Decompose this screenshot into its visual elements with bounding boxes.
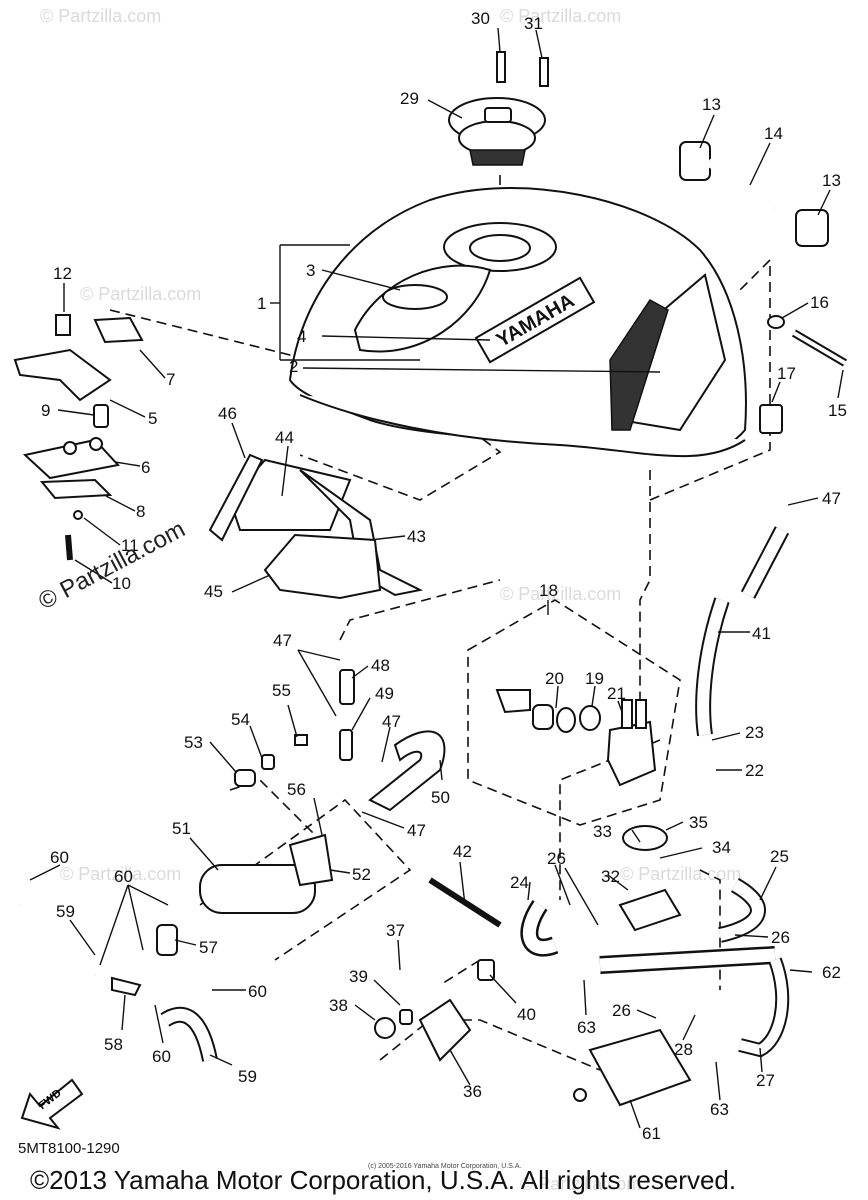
- callout-13: 13: [822, 171, 841, 190]
- callout-12: 12: [53, 264, 72, 283]
- fuel-cock-parts: [495, 689, 657, 787]
- callout-20: 20: [545, 669, 564, 688]
- callout-60: 60: [248, 982, 267, 1001]
- callout-49: 49: [375, 684, 394, 703]
- callout-23: 23: [745, 723, 764, 742]
- callout-34: 34: [712, 838, 731, 857]
- callout-59: 59: [238, 1067, 257, 1086]
- watermark: © Partzilla.com: [500, 6, 621, 26]
- callout-60: 60: [114, 867, 133, 886]
- callout-42: 42: [453, 842, 472, 861]
- callout-47: 47: [822, 489, 841, 508]
- callout-5: 5: [148, 409, 157, 428]
- watermarks: © Partzilla.com © Partzilla.com © Partzi…: [40, 6, 741, 1194]
- callout-32: 32: [601, 867, 620, 886]
- bracket-parts: [13, 314, 144, 561]
- callout-39: 39: [349, 967, 368, 986]
- watermark: © Partzilla.com: [500, 584, 621, 604]
- watermark: © Partzilla.com: [520, 1174, 641, 1194]
- callout-29: 29: [400, 89, 419, 108]
- callout-47: 47: [382, 712, 401, 731]
- callout-9: 9: [41, 401, 50, 420]
- callout-46: 46: [218, 404, 237, 423]
- watermark: © Partzilla.com: [620, 864, 741, 884]
- leader-lines: [29, 27, 844, 1129]
- callout-8: 8: [136, 502, 145, 521]
- callout-54: 54: [231, 710, 250, 729]
- callout-58: 58: [104, 1035, 123, 1054]
- callout-38: 38: [329, 996, 348, 1015]
- callout-11: 11: [121, 536, 139, 555]
- callout-33: 33: [593, 822, 612, 841]
- watermark: © Partzilla.com: [60, 864, 181, 884]
- fuel-tank: YAMAHA: [288, 187, 747, 458]
- callout-28: 28: [674, 1040, 693, 1059]
- callout-60: 60: [50, 848, 69, 867]
- callout-1: 1: [257, 294, 266, 313]
- callout-26: 26: [547, 849, 566, 868]
- small-copyright: (c) 2005-2016 Yamaha Motor Corporation, …: [368, 1163, 522, 1170]
- callout-44: 44: [275, 428, 294, 447]
- callout-50: 50: [431, 788, 450, 807]
- watermark: © Partzilla.com: [40, 6, 161, 26]
- callout-55: 55: [272, 681, 291, 700]
- side-cover-parts: [208, 453, 424, 600]
- callout-40: 40: [517, 1005, 536, 1024]
- callout-2: 2: [289, 357, 298, 376]
- callout-62: 62: [822, 963, 841, 982]
- callout-19: 19: [585, 669, 604, 688]
- callout-47: 47: [273, 631, 292, 650]
- callout-63: 63: [710, 1100, 729, 1119]
- callout-7: 7: [166, 370, 175, 389]
- callout-63: 63: [577, 1018, 596, 1037]
- callout-3: 3: [306, 261, 315, 280]
- fuel-pump-parts: [374, 825, 790, 1107]
- callout-13: 13: [702, 95, 721, 114]
- callout-22: 22: [745, 761, 764, 780]
- callout-48: 48: [371, 656, 390, 675]
- callout-26: 26: [612, 1001, 631, 1020]
- callout-14: 14: [764, 124, 783, 143]
- callout-18: 18: [539, 581, 558, 600]
- callout-35: 35: [689, 813, 708, 832]
- callout-59: 59: [56, 902, 75, 921]
- callout-43: 43: [407, 527, 426, 546]
- callout-25: 25: [770, 847, 789, 866]
- tank-badge: [382, 284, 448, 310]
- callout-15: 15: [828, 401, 847, 420]
- emission-parts: [15, 526, 790, 1062]
- callout-4: 4: [297, 327, 306, 346]
- callout-36: 36: [463, 1082, 482, 1101]
- callout-52: 52: [352, 865, 371, 884]
- part-code: 5MT8100-1290: [18, 1140, 120, 1157]
- callout-53: 53: [184, 733, 203, 752]
- callout-47: 47: [407, 821, 426, 840]
- callout-31: 31: [524, 14, 543, 33]
- callout-27: 27: [756, 1071, 775, 1090]
- fwd-arrow: FWD: [20, 1078, 84, 1130]
- callout-60: 60: [152, 1047, 171, 1066]
- callout-30: 30: [471, 9, 490, 28]
- callout-16: 16: [810, 293, 829, 312]
- callout-57: 57: [199, 938, 218, 957]
- callout-numbers: 1 2 3 4 5 6 7 8 9 10 11 12 13 13 14 15 1…: [41, 9, 847, 1143]
- callout-21: 21: [607, 684, 626, 703]
- side-watermark: © Partzilla.com: [34, 516, 189, 616]
- callout-56: 56: [287, 780, 306, 799]
- callout-10: 10: [112, 574, 131, 593]
- fuel-cap: [448, 51, 549, 166]
- callout-24: 24: [510, 873, 529, 892]
- callout-17: 17: [777, 364, 796, 383]
- copyright-notice: ©2013 Yamaha Motor Corporation, U.S.A. A…: [30, 1165, 737, 1195]
- tank-mount-parts: [679, 141, 848, 434]
- callout-61: 61: [642, 1124, 661, 1143]
- callout-45: 45: [204, 582, 223, 601]
- callout-51: 51: [172, 819, 191, 838]
- callout-41: 41: [752, 624, 771, 643]
- callout-6: 6: [141, 458, 150, 477]
- callout-37: 37: [386, 921, 405, 940]
- watermark: © Partzilla.com: [80, 284, 201, 304]
- callout-26: 26: [771, 928, 790, 947]
